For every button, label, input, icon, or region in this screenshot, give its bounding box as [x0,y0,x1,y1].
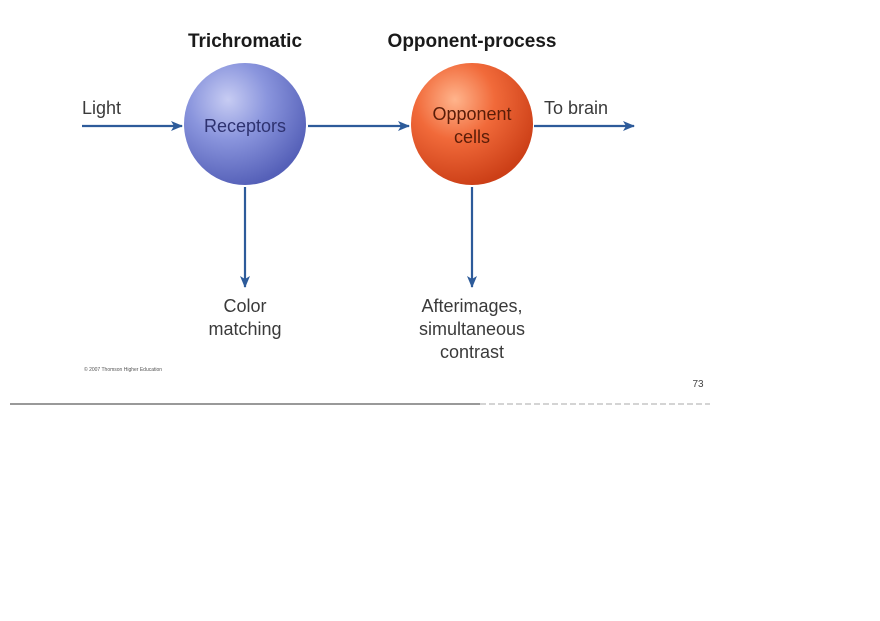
opponent-cells-label-line2: cells [454,127,490,147]
arrows [82,121,635,288]
color-matching-label-line1: Color [223,296,266,316]
color-matching-label-line2: matching [208,319,281,339]
opponent-cells-label-line1: Opponent [432,104,511,124]
to-brain-label: To brain [544,98,608,118]
receptors-label: Receptors [204,116,286,136]
opponent-cells-node [411,63,533,185]
light-label: Light [82,98,121,118]
afterimages-label-line3: contrast [440,342,504,362]
page-number: 73 [692,379,704,390]
trichromatic-header: Trichromatic [188,31,302,52]
afterimages-label-line2: simultaneous [419,319,525,339]
opponent-process-header: Opponent-process [388,31,557,52]
receptors-node [184,63,306,185]
afterimages-label-line1: Afterimages, [421,296,522,316]
copyright-text: © 2007 Thomson Higher Education [84,366,162,373]
